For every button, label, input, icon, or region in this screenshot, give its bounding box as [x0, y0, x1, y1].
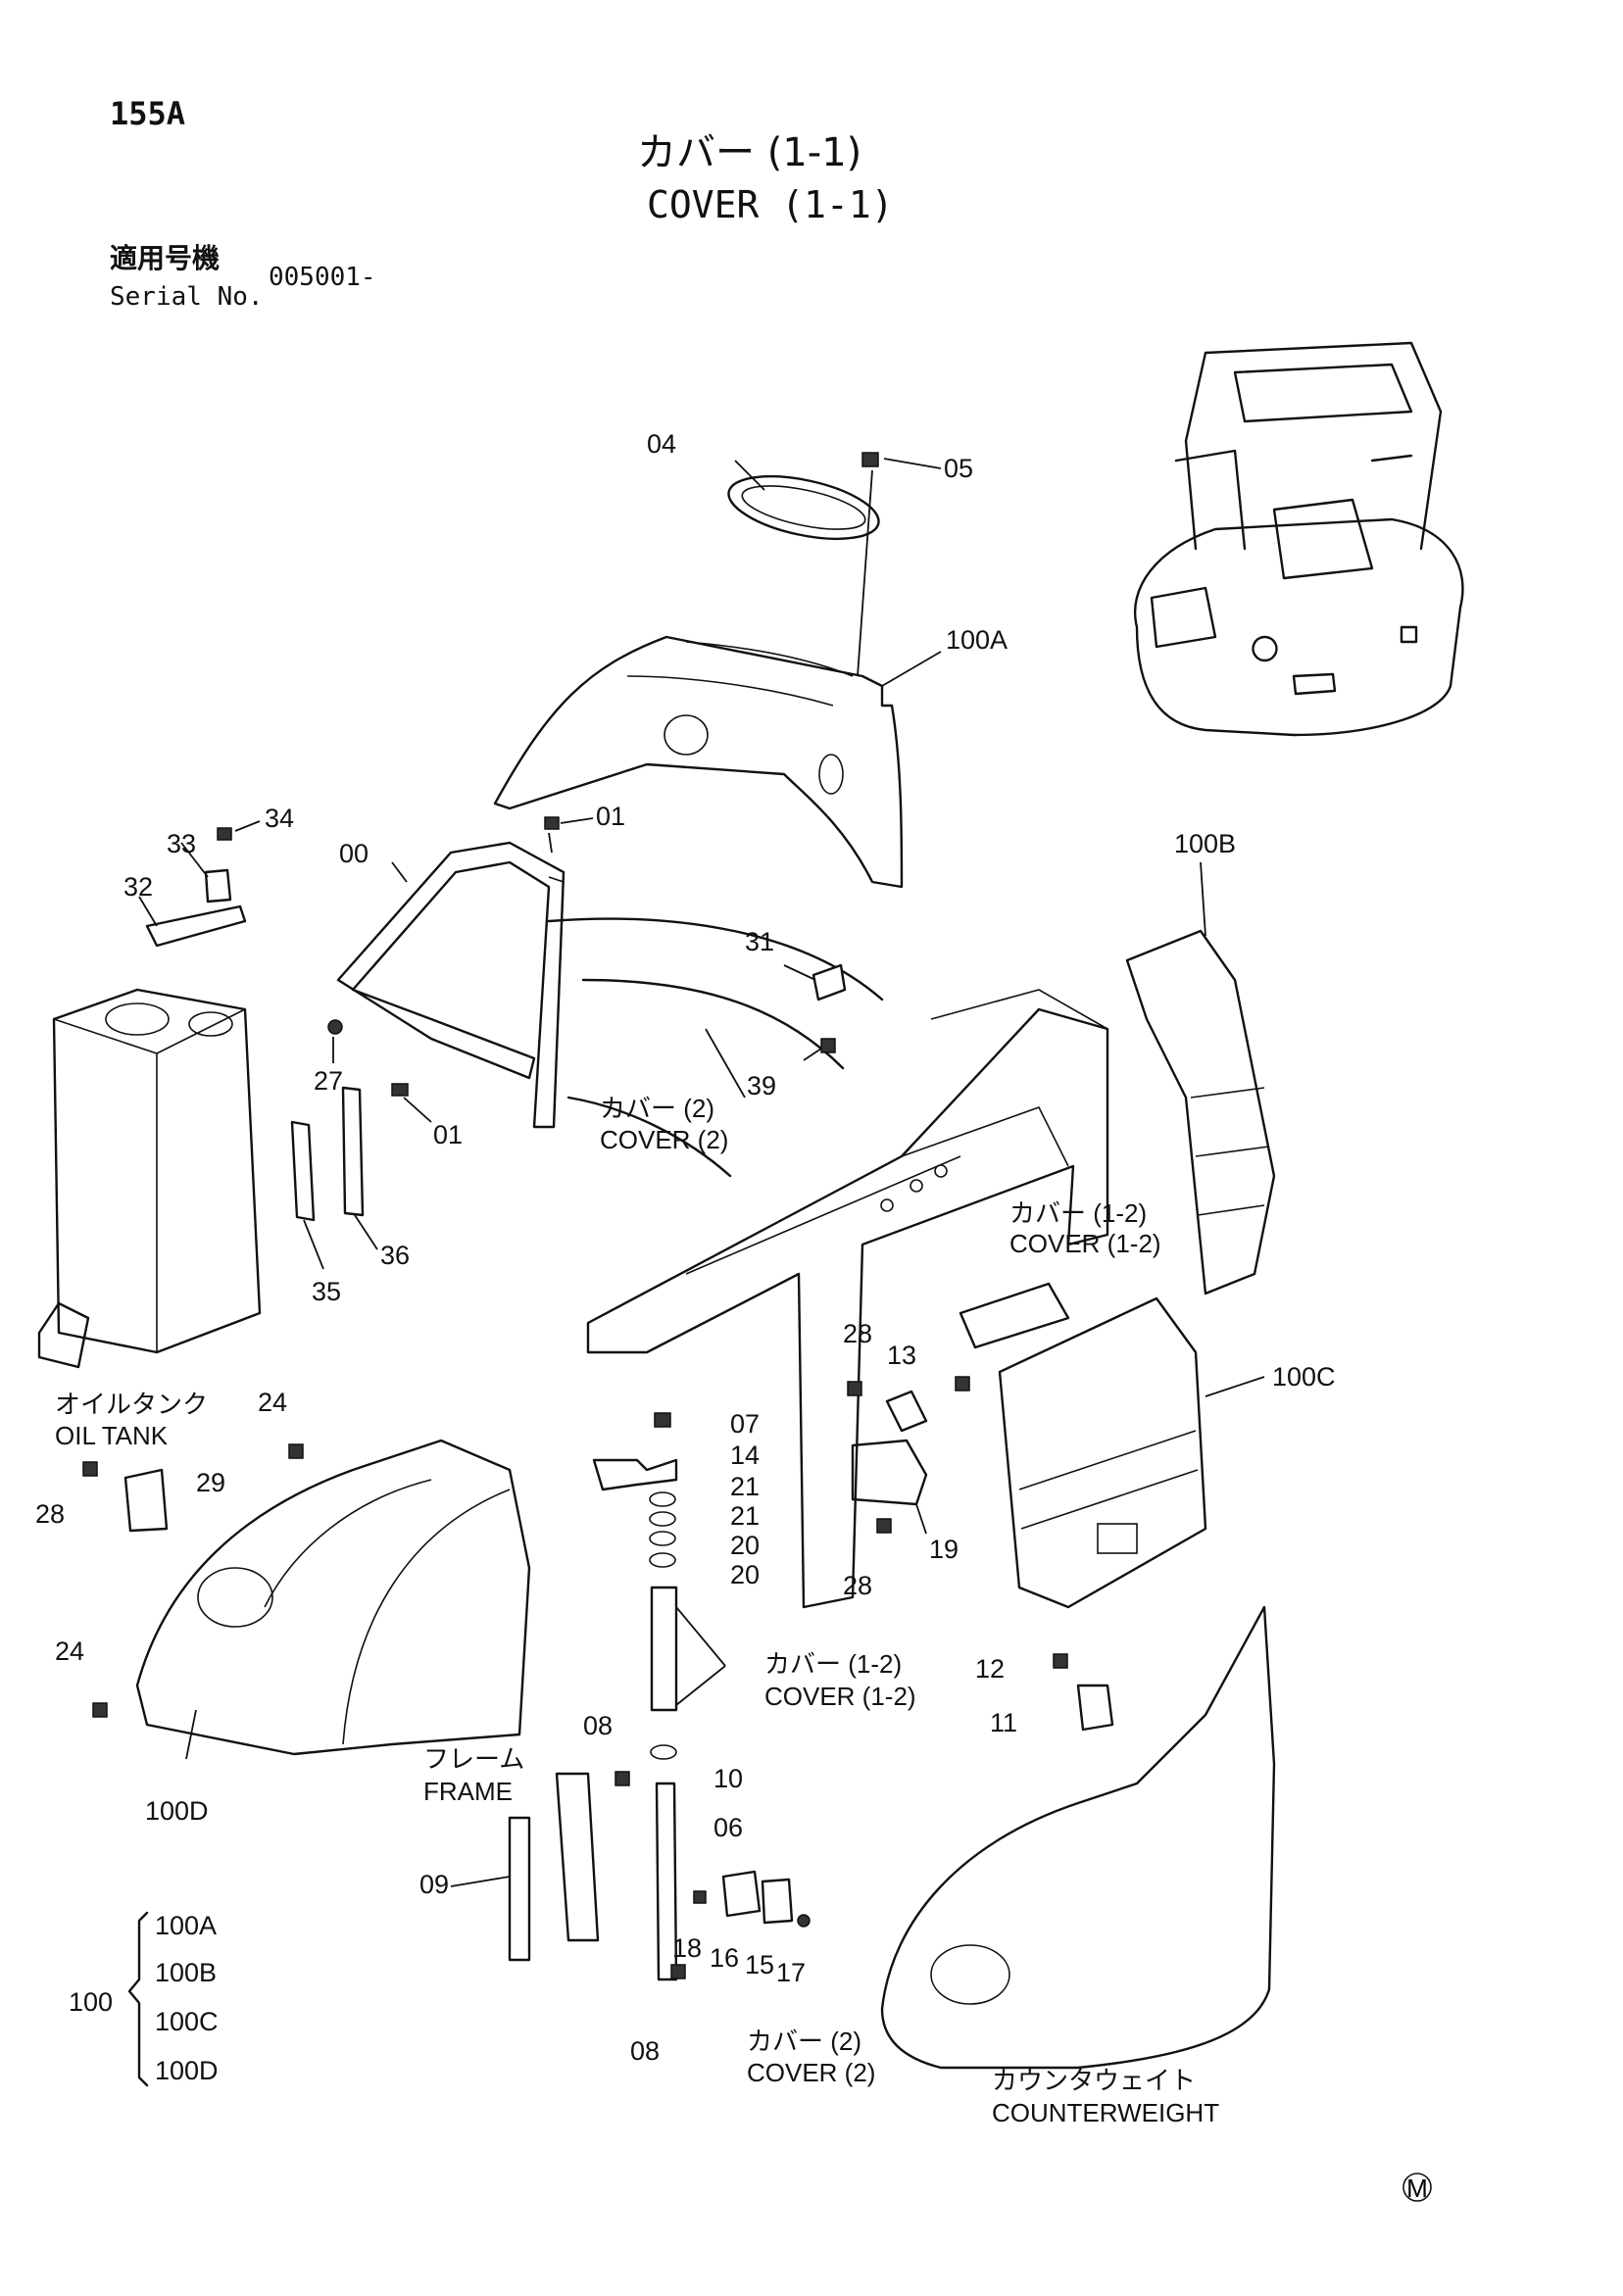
part-label-24-lower: 24: [55, 1637, 85, 1666]
corner-mark: M: [1406, 2174, 1428, 2203]
part-label-09: 09: [419, 1870, 450, 1899]
excavator-thumbnail: [1133, 341, 1464, 737]
part-label-100B: 100B: [1174, 829, 1237, 858]
assembly-child-100D: 100D: [155, 2056, 219, 2085]
counterweight: [880, 1605, 1276, 2070]
caption-frame-jp: フレーム: [423, 1744, 525, 1774]
title-japanese: カバー (1-1): [637, 130, 862, 175]
part-label-100A: 100A: [946, 625, 1008, 655]
part-label-27: 27: [314, 1066, 344, 1096]
part-label-100C: 100C: [1272, 1362, 1336, 1392]
assembly-parent-label: 100: [69, 1987, 114, 2017]
part-label-14: 14: [730, 1441, 761, 1470]
caption-cover12-right-en: COVER (1-2): [1009, 1229, 1161, 1258]
part-label-01-top: 01: [596, 802, 626, 831]
caption-cover2-bottom-en: COVER (2): [747, 2058, 876, 2087]
part-label-32: 32: [123, 872, 154, 902]
caption-cover12-mid-en: COVER (1-2): [764, 1682, 916, 1711]
part-label-36: 36: [380, 1241, 411, 1270]
title-english: COVER (1-1): [647, 183, 894, 226]
part-label-07: 07: [730, 1409, 761, 1439]
part-label-100D: 100D: [145, 1796, 209, 1826]
part-label-00: 00: [339, 839, 369, 868]
caption-cover2-top-jp: カバー (2): [600, 1094, 715, 1123]
part-label-16: 16: [710, 1943, 740, 1973]
part-label-34: 34: [265, 804, 295, 833]
page-number: 155A: [110, 95, 186, 132]
caption-cover12-right-jp: カバー (1-2): [1009, 1198, 1148, 1228]
part-label-08-upper: 08: [583, 1711, 614, 1740]
serial-label-english: Serial No.: [110, 282, 264, 312]
part-label-20-b: 20: [730, 1560, 761, 1589]
part-label-11: 11: [990, 1708, 1018, 1737]
caption-frame-en: FRAME: [423, 1777, 513, 1806]
part-label-18: 18: [672, 1933, 703, 1963]
caption-counterweight-jp: カウンタウェイト: [992, 2066, 1197, 2095]
part-label-13: 13: [887, 1341, 917, 1370]
part-label-05: 05: [944, 454, 974, 483]
part-label-15: 15: [745, 1950, 775, 1979]
part-label-08-lower: 08: [630, 2036, 661, 2066]
part-label-31: 31: [745, 927, 775, 956]
part-label-33: 33: [167, 829, 197, 858]
part-label-01-bottom: 01: [433, 1120, 464, 1149]
part-label-29: 29: [196, 1468, 226, 1497]
part-label-10: 10: [713, 1764, 744, 1793]
part-label-28-left: 28: [35, 1499, 66, 1529]
caption-counterweight-en: COUNTERWEIGHT: [992, 2098, 1220, 2127]
part-label-04: 04: [647, 429, 677, 459]
part-label-35: 35: [312, 1277, 342, 1306]
oil-tank: [37, 988, 262, 1369]
part-label-24-upper: 24: [258, 1388, 288, 1417]
assembly-child-100B: 100B: [155, 1958, 218, 1987]
part-label-06: 06: [713, 1813, 744, 1842]
part-label-28-lower: 28: [843, 1571, 873, 1600]
assembly-child-100A: 100A: [155, 1911, 218, 1940]
caption-cover2-bottom-jp: カバー (2): [747, 2027, 862, 2056]
serial-value: 005001-: [269, 263, 376, 292]
part-label-19: 19: [929, 1535, 959, 1564]
assembly-child-100C: 100C: [155, 2007, 219, 2036]
frame: [586, 989, 1109, 1609]
caption-cover2-top-en: COVER (2): [600, 1125, 729, 1154]
part-label-39: 39: [747, 1071, 777, 1100]
part-label-28-upper: 28: [843, 1319, 873, 1348]
part-label-21-a: 21: [730, 1472, 761, 1501]
caption-oil-tank-en: OIL TANK: [55, 1421, 169, 1450]
serial-label-japanese: 適用号機: [110, 242, 221, 274]
caption-oil-tank-jp: オイルタンク: [55, 1390, 209, 1419]
part-label-12: 12: [975, 1654, 1006, 1684]
caption-cover12-mid-jp: カバー (1-2): [764, 1649, 903, 1679]
part-label-21-b: 21: [730, 1501, 761, 1531]
part-label-17: 17: [776, 1958, 807, 1987]
part-label-20-a: 20: [730, 1531, 761, 1560]
